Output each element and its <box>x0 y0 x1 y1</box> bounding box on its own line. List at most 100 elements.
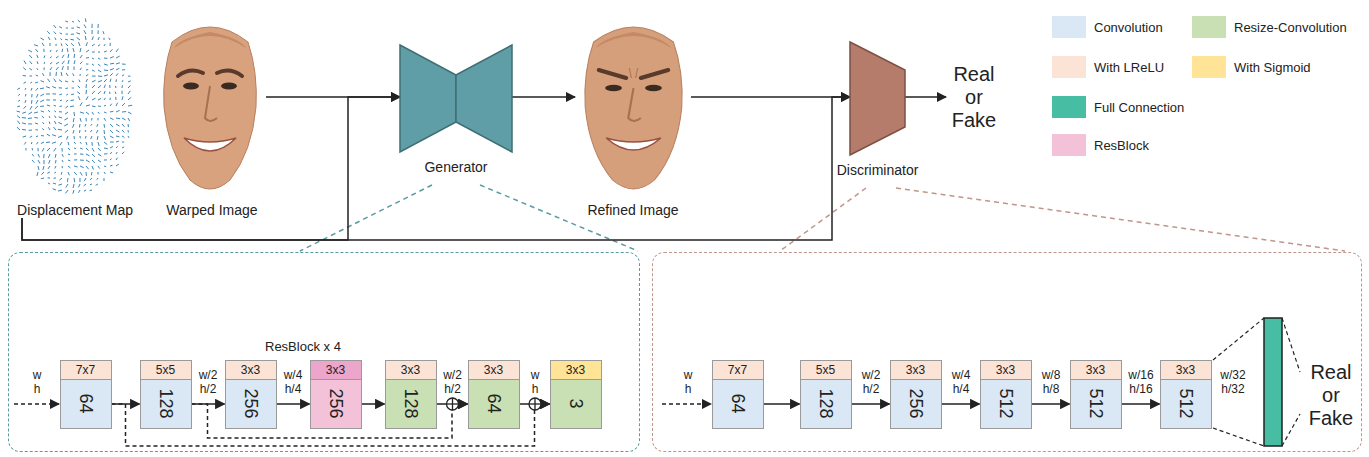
displacement-vector <box>79 80 80 82</box>
legend-item: Convolution <box>1052 16 1163 38</box>
kernel-size: 5x5 <box>156 363 175 377</box>
displacement-vector <box>56 56 59 58</box>
full-connection <box>1213 318 1300 446</box>
displacement-vector <box>56 62 59 64</box>
text-cell: 3 <box>551 380 601 428</box>
displacement-vector <box>47 172 50 173</box>
refined-face <box>585 27 682 189</box>
displacement-vector <box>28 118 32 120</box>
displacement-vector <box>23 136 26 137</box>
displacement-vector <box>122 111 126 112</box>
displacement-vector <box>74 178 76 182</box>
layer-block: 7x764 <box>712 360 764 429</box>
displacement-vector <box>65 39 68 41</box>
displacement-vector <box>110 136 114 138</box>
network-shape <box>850 42 905 155</box>
displacement-vector <box>97 178 98 180</box>
displacement-vector <box>59 111 62 112</box>
displacement-vector <box>30 61 32 64</box>
panel-heading: Real or Fake <box>1309 361 1353 429</box>
displacement-vector <box>50 57 52 58</box>
displacement-vector <box>35 106 38 109</box>
displacement-vector <box>40 94 44 96</box>
displacement-vector <box>47 105 50 106</box>
displacement-vector <box>59 117 62 118</box>
legend-item: With LReLU <box>1052 56 1164 78</box>
displacement-vector <box>62 49 64 52</box>
displacement-vector <box>104 136 106 140</box>
displacement-vector <box>104 166 106 168</box>
displacement-vector <box>92 142 93 146</box>
displacement-vector <box>65 88 68 90</box>
displacement-vector <box>60 33 62 34</box>
displacement-vector <box>104 70 108 72</box>
displacement-vector <box>55 38 56 40</box>
displacement-vector <box>48 37 50 40</box>
text-cell: 128 <box>386 380 436 428</box>
displacement-vector <box>104 112 106 114</box>
leader-lines <box>896 188 1345 251</box>
text-cell: 3x3 <box>226 361 276 380</box>
displacement-vector <box>122 69 125 70</box>
displacement-vector <box>80 62 82 64</box>
node-label: Warped Image <box>166 202 257 218</box>
displacement-vector <box>84 184 86 186</box>
displacement-vector <box>71 43 74 46</box>
displacement-vector <box>84 30 86 34</box>
legend-swatch <box>1052 16 1086 38</box>
displacement-vector <box>17 116 20 118</box>
dimension-label: w/16 h/16 <box>1128 368 1153 396</box>
displacement-vector <box>104 159 107 160</box>
displacement-vector <box>68 154 70 156</box>
displacement-vector <box>98 45 100 46</box>
displacement-vector <box>76 33 80 34</box>
displacement-vector <box>31 94 32 97</box>
sum-symbol <box>529 398 541 410</box>
displacement-vector <box>97 124 98 127</box>
layer-block: 3x33 <box>550 360 602 429</box>
refined-face <box>585 27 682 189</box>
layer-block: 3x3512 <box>1070 360 1122 429</box>
displacement-vector <box>110 73 113 76</box>
channel-count: 64 <box>727 393 748 413</box>
displacement-vector <box>36 100 38 104</box>
displacement-vector <box>77 37 80 40</box>
displacement-vector <box>92 70 95 71</box>
dimension-label: w/2 h/2 <box>862 368 881 396</box>
displacement-vector <box>77 92 80 94</box>
displacement-vector <box>70 106 74 108</box>
displacement-vector <box>86 96 88 100</box>
legend-text: With LReLU <box>1094 60 1164 75</box>
displacement-vector <box>29 130 32 131</box>
displacement-vector <box>86 42 87 46</box>
text-cell: 3x3 <box>891 361 941 380</box>
channel-count: 128 <box>155 388 176 418</box>
displacement-vector <box>110 118 114 120</box>
displacement-vector <box>110 104 112 106</box>
sum-symbol <box>447 398 459 410</box>
layer-block: 3x3512 <box>980 360 1032 429</box>
displacement-vector <box>53 189 56 190</box>
dimension-label: w/32 h/32 <box>1220 368 1245 396</box>
displacement-vector <box>62 160 63 162</box>
displacement-vector <box>128 81 131 82</box>
displacement-vector <box>78 86 80 88</box>
legend-swatch <box>1192 56 1226 78</box>
displacement-vector <box>71 34 74 35</box>
displacement-vector <box>52 142 56 143</box>
displacement-vector <box>85 18 87 22</box>
displacement-vector <box>32 148 34 150</box>
displacement-vector <box>36 75 38 77</box>
flow-arrow <box>764 403 800 405</box>
displacement-vector <box>61 43 63 46</box>
text-cell: Refined Image <box>575 202 691 218</box>
displacement-vector <box>98 70 101 72</box>
displacement-vector <box>64 118 68 120</box>
displacement-vector <box>74 172 77 175</box>
displacement-vector <box>110 69 114 70</box>
displacement-vector <box>58 122 62 124</box>
displacement-vector <box>116 63 120 64</box>
displacement-vector <box>43 154 44 158</box>
displacement-vector <box>41 135 44 137</box>
displacement-vector <box>58 184 62 185</box>
